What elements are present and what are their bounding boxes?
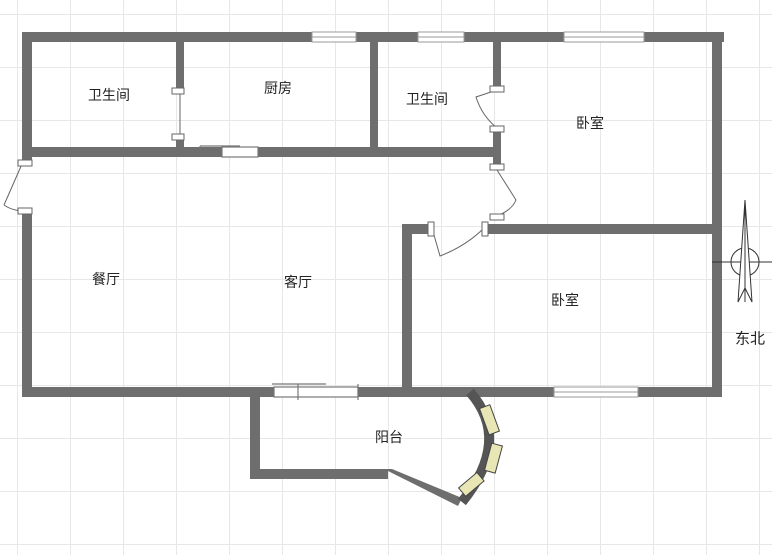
wall-balcony-bottom [250,469,388,479]
compass-icon [712,199,772,303]
room-label-kitchen: 厨房 [264,81,292,97]
wall-balcony-left [250,387,260,479]
room-label-balcony: 阳台 [375,430,403,446]
walls [22,32,724,506]
bay-window [457,388,504,506]
wall-left-2 [22,211,32,397]
wall-right [712,32,722,396]
wall-top-3 [464,32,564,42]
room-label-bedroom-bottom: 卧室 [551,293,579,309]
bay-window-pane-1 [478,404,501,436]
wall-top-1 [22,32,312,42]
door-main-entry [3,163,31,212]
wall-bedrooms [484,224,722,234]
room-label-bedroom-top: 卧室 [576,116,604,132]
wall-bedroom-left [402,224,412,396]
door-bedroom-top [496,169,517,217]
wall-part-3a [493,32,501,90]
room-label-bathroom-right: 卫生间 [406,92,448,108]
door-bedroom-bottom [431,227,485,257]
sliding-door-kitchen [221,146,259,158]
bay-window-pane-3 [457,471,485,498]
wall-bottom-left [22,387,274,397]
wall-part-2 [370,32,378,152]
wall-bottom-right-1 [402,387,554,397]
sliding-doors [199,145,359,400]
swing-doors [3,85,517,257]
windows [311,31,645,398]
wall-part-3b [493,128,501,168]
wall-balcony-diagonal [384,469,462,506]
wall-mid-h-2 [258,147,500,157]
door-bath-right [475,89,498,129]
wall-part-1a [176,32,184,92]
wall-left-1 [22,32,32,160]
bay-window-pane-2 [483,442,504,474]
wall-bedroom-left-top [402,224,432,234]
compass-label: 东北 [734,329,766,348]
room-label-living: 客厅 [284,275,312,291]
wall-part-1b [176,136,184,156]
wall-mid-h-1 [22,147,222,157]
room-label-bathroom-left: 卫生间 [88,88,130,104]
room-label-dining: 餐厅 [92,272,120,288]
wall-top-4 [644,32,724,42]
sliding-door-balcony [273,386,359,398]
wall-top-2 [356,32,418,42]
wall-bottom-right-2 [638,387,722,397]
